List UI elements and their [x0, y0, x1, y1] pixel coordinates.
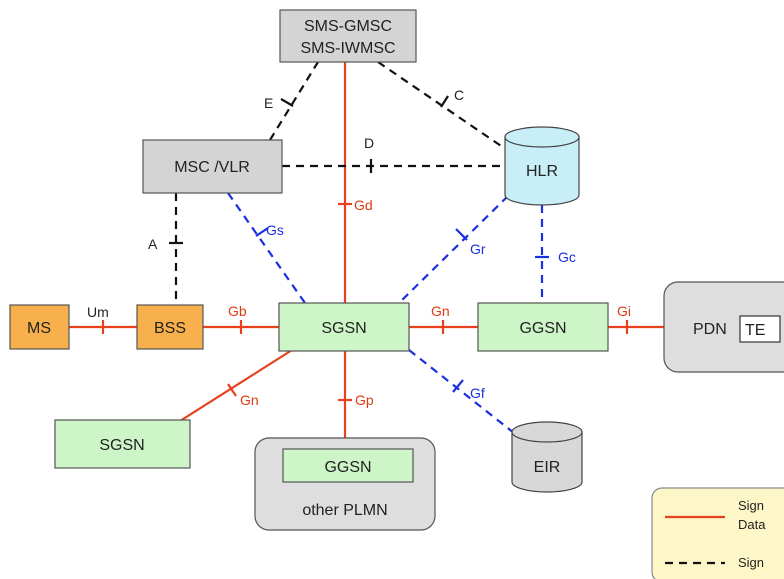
bss-label: BSS [154, 320, 186, 337]
signalling-lines-black [174, 61, 508, 305]
interface-ticks [101, 95, 629, 402]
interface-label-Gp: Gp [355, 392, 374, 408]
sgsn-main-node: SGSN [278, 302, 410, 352]
other-plmn-node: GGSN other PLMN [254, 437, 436, 531]
ms-node: MS [9, 304, 70, 350]
interface-label-Gi: Gi [617, 303, 631, 319]
tick-Gr [455, 228, 468, 241]
pdn-label: PDN [693, 321, 727, 338]
signalling-lines-blue [227, 192, 544, 434]
bss-node: BSS [136, 304, 204, 350]
legend-data-label: Data [738, 517, 766, 532]
hlr-database-icon: HLR [504, 126, 580, 206]
interface-label-C: C [454, 87, 464, 103]
interface-label-Um: Um [87, 304, 109, 320]
line-msc-gmsc [269, 61, 319, 141]
tick-Gs [255, 227, 269, 237]
line-sgsn-eir [408, 349, 515, 434]
msc-vlr-label: MSC /VLR [174, 159, 250, 176]
line-sgsn-other-sgsn [179, 344, 301, 422]
tick-Gf [452, 379, 464, 393]
ggsn-other-label: GGSN [324, 459, 371, 476]
ggsn-main-label: GGSN [519, 320, 566, 337]
ms-label: MS [27, 320, 51, 337]
sgsn-other-label: SGSN [99, 437, 144, 454]
line-hlr-sgsn [398, 195, 509, 304]
legend: Sign Data Sign [651, 487, 784, 579]
eir-label: EIR [534, 459, 561, 476]
ggsn-main-node: GGSN [477, 302, 609, 352]
tick-E [280, 98, 294, 107]
pdn-node: PDN TE [663, 281, 784, 373]
sgsn-main-label: SGSN [321, 320, 366, 337]
hlr-label: HLR [526, 163, 558, 180]
interface-label-A: A [148, 236, 158, 252]
line-msc-sgsn [227, 192, 306, 304]
interface-label-E: E [264, 95, 273, 111]
sms-gmsc-label: SMS-GMSC [304, 18, 392, 35]
interface-label-Gn-sgsn: Gn [240, 392, 259, 408]
te-label: TE [745, 322, 765, 339]
other-plmn-label: other PLMN [302, 502, 387, 519]
legend-signalling-label: Sign [738, 555, 764, 570]
tick-Gn-sgsn [227, 383, 237, 397]
tick-C [440, 95, 449, 108]
interface-label-Gc: Gc [558, 249, 576, 265]
interface-label-D: D [364, 135, 374, 151]
sms-iwmsc-label: SMS-IWMSC [300, 40, 395, 57]
eir-database-icon: EIR [511, 421, 583, 493]
interface-label-Gb: Gb [228, 303, 247, 319]
interface-label-Gr: Gr [470, 241, 486, 257]
data-lines [69, 62, 664, 438]
line-gmsc-hlr [377, 61, 508, 151]
legend-signalling-data-label: Sign [738, 498, 764, 513]
sgsn-other-node: SGSN [54, 419, 191, 469]
interface-label-Gd: Gd [354, 197, 373, 213]
interface-label-Gf: Gf [470, 385, 485, 401]
interface-label-Gn-ggsn: Gn [431, 303, 450, 319]
msc-vlr-node: MSC /VLR [142, 139, 283, 194]
interface-label-Gs: Gs [266, 222, 284, 238]
sms-gmsc-node: SMS-GMSC SMS-IWMSC [279, 9, 417, 63]
